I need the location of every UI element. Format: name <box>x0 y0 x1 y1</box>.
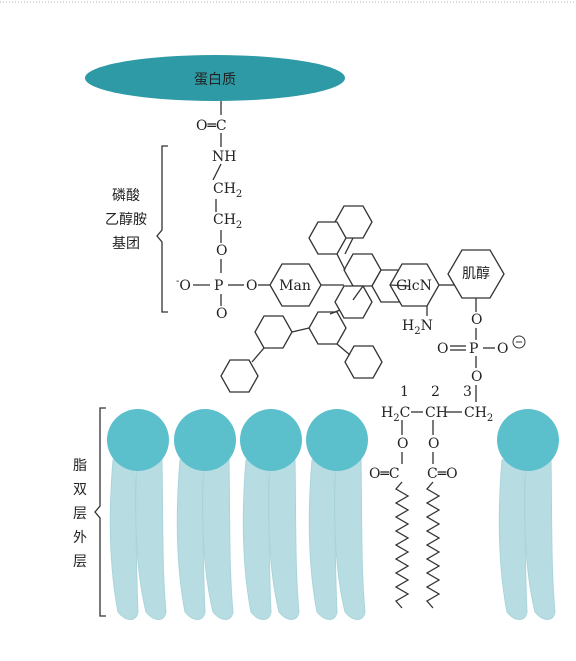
carbon-number-1: 1 <box>400 384 409 400</box>
o-label-f: O <box>471 369 482 385</box>
lipid-5-tail-a <box>498 459 528 620</box>
bracket-label-1: 磷酸 <box>112 188 140 204</box>
lipid-5-tail-b <box>524 459 556 620</box>
ring-mid <box>308 311 347 345</box>
lipid-label-1: 脂 <box>73 458 87 474</box>
bracket-label-2: 乙醇胺 <box>105 211 147 228</box>
o-minus-label: -O <box>176 276 191 294</box>
lipid-4-head <box>306 409 368 471</box>
lipid-layer <box>107 409 559 620</box>
ester-label-2: C═O <box>427 466 458 482</box>
negative-charge-icon <box>512 335 526 349</box>
ch2-label-b: CH2 <box>213 212 242 231</box>
ring-man <box>269 263 322 307</box>
ring-left <box>254 315 293 349</box>
link-upper-center <box>336 253 346 271</box>
lipid-3-head <box>240 409 302 471</box>
lipid-2-tail-b <box>202 459 234 620</box>
lipid-label-4: 外 <box>73 530 87 546</box>
ring-bottom-left <box>220 359 259 393</box>
ch2-label-a: CH2 <box>213 181 242 200</box>
man-label: Man <box>279 278 311 294</box>
o-label-h: O <box>428 436 439 452</box>
link-mid-lowright <box>336 343 351 356</box>
glycerol-ch: CH <box>425 405 448 421</box>
lipid-5 <box>497 409 559 620</box>
fatty-acid-chain-1 <box>394 481 410 609</box>
o-label-c: O <box>216 306 227 322</box>
lipid-1 <box>107 409 169 620</box>
o-eq-label: O <box>437 341 448 357</box>
nh-label: NH <box>212 149 236 165</box>
bond-n-ch2 <box>212 163 222 181</box>
ring-center-low <box>334 285 373 319</box>
o-label-g: O <box>397 436 408 452</box>
link-left-bottom <box>251 347 265 363</box>
lipid-2-head <box>174 409 236 471</box>
bracket-label-3: 基团 <box>112 235 140 252</box>
lipid-4-tail-a <box>308 459 338 620</box>
lipid-1-head <box>107 409 169 471</box>
lipid-2 <box>174 409 236 620</box>
link-center-glcn <box>389 284 410 287</box>
glycerol-ch2: CH2 <box>464 405 493 424</box>
link-center-low <box>352 285 364 301</box>
protein-label: 蛋白质 <box>194 72 236 88</box>
link-top-center <box>344 237 354 255</box>
lipid-label-3: 层 <box>73 506 87 522</box>
p-label-a: P <box>214 278 223 294</box>
o-label-d: O <box>471 312 482 328</box>
lipid-label-5: 层 <box>73 554 87 570</box>
lipid-label-2: 双 <box>73 482 87 498</box>
carbonyl-label: O═C <box>196 118 227 134</box>
h2n-label: H2N <box>402 318 433 337</box>
lipid-1-tail-b <box>135 459 167 620</box>
lipid-5-head <box>497 409 559 471</box>
glycerol-h2c: H2C <box>381 405 410 424</box>
carbon-number-3: 3 <box>463 384 472 400</box>
bracket-left <box>156 145 168 313</box>
o-label-a: O <box>216 243 227 259</box>
inositol-label: 肌醇 <box>462 265 490 282</box>
carbon-number-2: 2 <box>431 384 440 400</box>
protein-ellipse <box>85 55 345 101</box>
link-mid-left <box>291 327 310 333</box>
bracket-lipid <box>94 407 106 617</box>
fatty-acid-chain-2 <box>425 481 441 609</box>
lipid-3-tail-a <box>242 459 272 620</box>
o-label-e: O <box>497 341 508 357</box>
ring-inositol <box>447 249 505 299</box>
p-label-b: P <box>469 341 478 357</box>
lipid-2-tail-a <box>176 459 206 620</box>
lipid-4 <box>306 409 368 620</box>
ester-label-1: O═C <box>369 466 400 482</box>
link-low-mid <box>329 309 341 315</box>
lipid-1-tail-a <box>109 459 139 620</box>
lipid-3-tail-b <box>268 459 300 620</box>
ring-lower-right <box>344 345 383 379</box>
o-label-b: O <box>246 278 257 294</box>
lipid-3 <box>240 409 302 620</box>
lipid-4-tail-b <box>334 459 366 620</box>
glcn-label: GlcN <box>396 278 432 294</box>
sugar-rings: Man GlcN H2N 肌醇 <box>220 205 505 393</box>
